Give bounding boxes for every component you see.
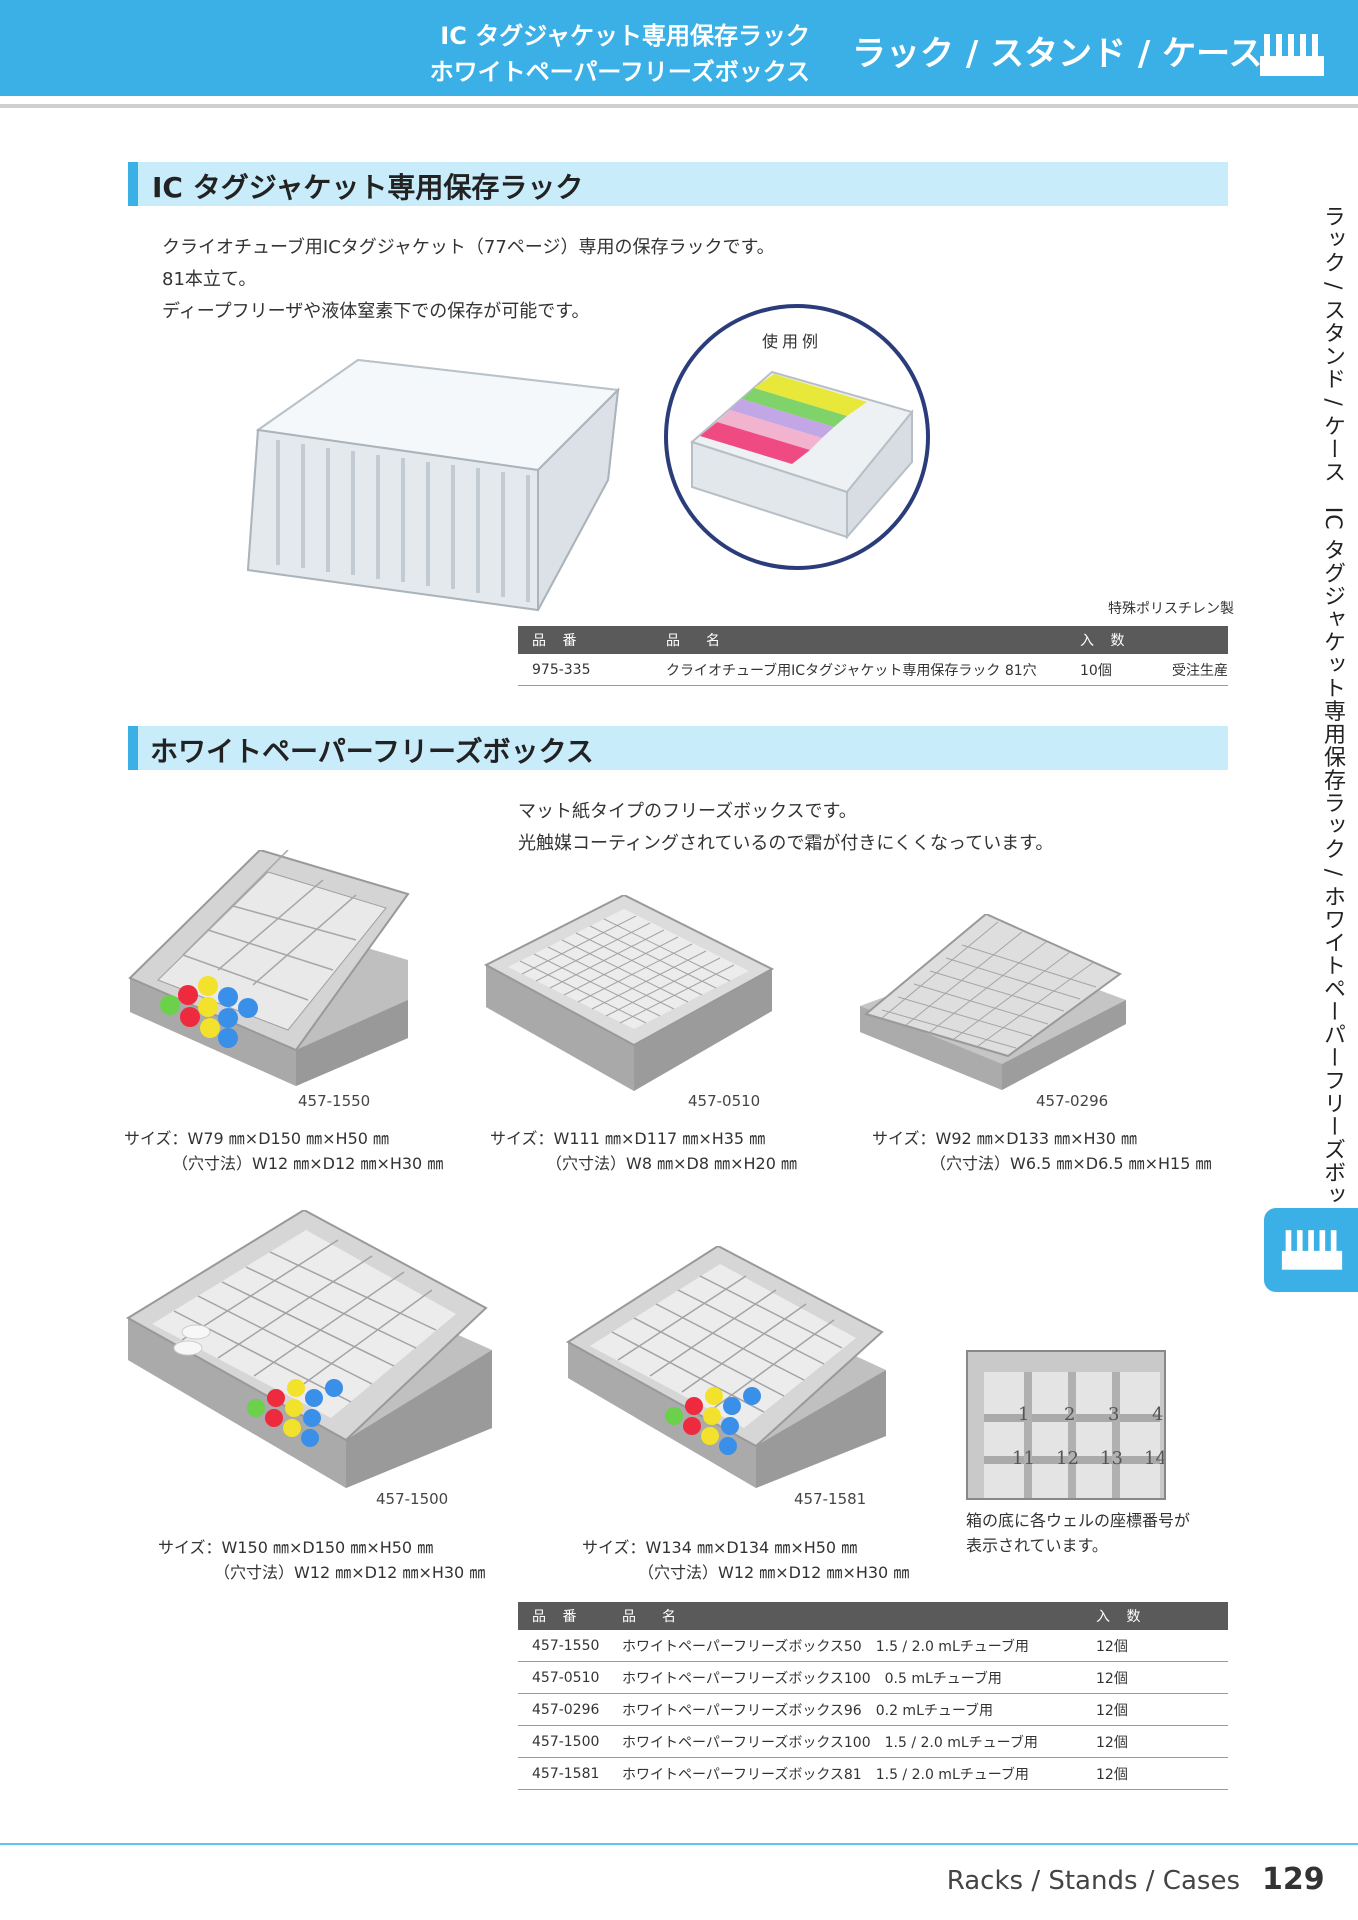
material-note: 特殊ポリスチレン製 (1108, 601, 1234, 617)
rack-icon (1260, 34, 1324, 76)
closeup-caption-1: 箱の底に各ウェルの座標番号が (966, 1511, 1191, 1530)
product-size-457-0296: サイズ：W92 ㎜×D133 ㎜×H30 ㎜ (872, 1129, 1138, 1148)
footer-divider (0, 1843, 1358, 1845)
col-header-qty: 入 数 (1066, 626, 1158, 654)
cell-qty: 12個 (1082, 1630, 1228, 1662)
col-header-name: 品 名 (652, 626, 1066, 654)
section-title: IC タグジャケット専用保存ラック (152, 171, 584, 204)
table-row: 457-1581 ホワイトペーパーフリーズボックス81 1.5 / 2.0 mL… (518, 1757, 1228, 1790)
well-number: 14 (1144, 1448, 1166, 1469)
ic-rack-image (246, 358, 621, 612)
product-code-457-1550: 457-1550 (298, 1092, 371, 1110)
freeze-box-image-457-0296 (860, 914, 1126, 1090)
cell-code: 457-1581 (518, 1757, 608, 1790)
cell-code: 457-1550 (518, 1630, 608, 1662)
table-row: 457-0510 ホワイトペーパーフリーズボックス100 0.5 mLチューブ用… (518, 1661, 1228, 1694)
table-row: 457-0296 ホワイトペーパーフリーズボックス96 0.2 mLチューブ用 … (518, 1693, 1228, 1726)
cell-code: 975-335 (518, 654, 652, 686)
product-size-457-1500: サイズ：W150 ㎜×D150 ㎜×H50 ㎜ (158, 1538, 434, 1557)
cell-name: ホワイトペーパーフリーズボックス50 1.5 / 2.0 mLチューブ用 (608, 1630, 1082, 1662)
usage-example-label: 使用例 (762, 332, 823, 351)
well-number: 4 (1152, 1404, 1164, 1425)
freeze-box-image-457-1500 (126, 1210, 492, 1488)
product-code-457-1581: 457-1581 (794, 1490, 867, 1508)
product-size-457-1550: サイズ：W79 ㎜×D150 ㎜×H50 ㎜ (124, 1129, 390, 1148)
col-header-note (1158, 626, 1228, 654)
cell-name: ホワイトペーパーフリーズボックス100 0.5 mLチューブ用 (608, 1661, 1082, 1694)
product-hole-size-457-0510: （穴寸法）W8 ㎜×D8 ㎜×H20 ㎜ (546, 1154, 797, 1173)
cell-name: ホワイトペーパーフリーズボックス96 0.2 mLチューブ用 (608, 1693, 1082, 1726)
section-title: ホワイトペーパーフリーズボックス (150, 735, 594, 768)
table-row: 457-1550 ホワイトペーパーフリーズボックス50 1.5 / 2.0 mL… (518, 1630, 1228, 1662)
side-index-tab[interactable] (1264, 1208, 1358, 1292)
col-header-name: 品 名 (608, 1602, 1082, 1630)
table-row: 457-1500 ホワイトペーパーフリーズボックス100 1.5 / 2.0 m… (518, 1725, 1228, 1758)
section1-desc-3: ディープフリーザや液体窒素下での保存が可能です。 (162, 301, 590, 322)
section2-product-table: 品 番 品 名 入 数 457-1550 ホワイトペーパーフリーズボックス50 … (518, 1602, 1228, 1790)
rack-icon (1281, 1230, 1343, 1270)
section1-product-table: 品 番 品 名 入 数 975-335 クライオチューブ用ICタグジャケット専用… (518, 626, 1228, 686)
section2-desc-1: マット紙タイプのフリーズボックスです。 (518, 801, 857, 822)
cell-note: 受注生産 (1158, 654, 1228, 686)
well-number: 13 (1100, 1448, 1123, 1469)
cell-code: 457-1500 (518, 1725, 608, 1758)
freeze-box-image-457-1581 (566, 1246, 886, 1488)
section1-desc-2: 81本立て。 (162, 269, 257, 290)
header-category: ラック / スタンド / ケース (852, 34, 1263, 74)
closeup-caption-2: 表示されています。 (966, 1536, 1108, 1555)
header-divider (0, 104, 1358, 108)
cell-qty: 12個 (1082, 1725, 1228, 1758)
product-hole-size-457-1550: （穴寸法）W12 ㎜×D12 ㎜×H30 ㎜ (172, 1154, 444, 1173)
product-code-457-0296: 457-0296 (1036, 1092, 1109, 1110)
cell-name: ホワイトペーパーフリーズボックス100 1.5 / 2.0 mLチューブ用 (608, 1725, 1082, 1758)
side-index-text: ラック / スタンド / ケース IC タグジャケット専用保存ラック / ホワイ… (1320, 205, 1345, 1254)
cell-name: クライオチューブ用ICタグジャケット専用保存ラック 81穴 (652, 654, 1066, 686)
header-subtitle-2: ホワイトペーパーフリーズボックス (429, 58, 810, 86)
freeze-box-image-457-0510 (484, 895, 774, 1091)
product-size-457-0510: サイズ：W111 ㎜×D117 ㎜×H35 ㎜ (490, 1129, 766, 1148)
product-hole-size-457-1581: （穴寸法）W12 ㎜×D12 ㎜×H30 ㎜ (638, 1563, 910, 1582)
well-number: 12 (1056, 1448, 1079, 1469)
cell-name: ホワイトペーパーフリーズボックス81 1.5 / 2.0 mLチューブ用 (608, 1757, 1082, 1790)
product-code-457-1500: 457-1500 (376, 1490, 449, 1508)
well-number: 2 (1064, 1404, 1076, 1425)
section1-desc-1: クライオチューブ用ICタグジャケット（77ページ）専用の保存ラックです。 (162, 237, 775, 258)
section-heading-paper-box: ホワイトペーパーフリーズボックス (128, 726, 1228, 770)
cell-qty: 12個 (1082, 1757, 1228, 1790)
cell-code: 457-0296 (518, 1693, 608, 1726)
header-subtitle-1: IC タグジャケット専用保存ラック (440, 22, 810, 50)
section-heading-ic-rack: IC タグジャケット専用保存ラック (128, 162, 1228, 206)
usage-example-image (664, 304, 930, 570)
col-header-code: 品 番 (518, 1602, 608, 1630)
cell-qty: 12個 (1082, 1661, 1228, 1694)
footer-category: Racks / Stands / Cases (946, 1866, 1240, 1896)
product-size-457-1581: サイズ：W134 ㎜×D134 ㎜×H50 ㎜ (582, 1538, 858, 1557)
page-header (0, 0, 1358, 96)
page-number: 129 (1262, 1862, 1325, 1897)
col-header-qty: 入 数 (1082, 1602, 1228, 1630)
freeze-box-image-457-1550 (128, 850, 410, 1086)
product-code-457-0510: 457-0510 (688, 1092, 761, 1110)
well-number: 11 (1012, 1448, 1035, 1469)
cell-qty: 10個 (1066, 654, 1158, 686)
col-header-code: 品 番 (518, 626, 652, 654)
well-numbers-closeup-image: 2 3 4 1 11 12 13 14 (966, 1350, 1166, 1500)
table-row: 975-335 クライオチューブ用ICタグジャケット専用保存ラック 81穴 10… (518, 654, 1228, 686)
cell-qty: 12個 (1082, 1693, 1228, 1726)
product-hole-size-457-0296: （穴寸法）W6.5 ㎜×D6.5 ㎜×H15 ㎜ (930, 1154, 1212, 1173)
well-number: 1 (1018, 1404, 1030, 1425)
section2-desc-2: 光触媒コーティングされているので霜が付きにくくなっています。 (518, 833, 1054, 854)
product-hole-size-457-1500: （穴寸法）W12 ㎜×D12 ㎜×H30 ㎜ (214, 1563, 486, 1582)
cell-code: 457-0510 (518, 1661, 608, 1694)
well-number: 3 (1108, 1404, 1120, 1425)
